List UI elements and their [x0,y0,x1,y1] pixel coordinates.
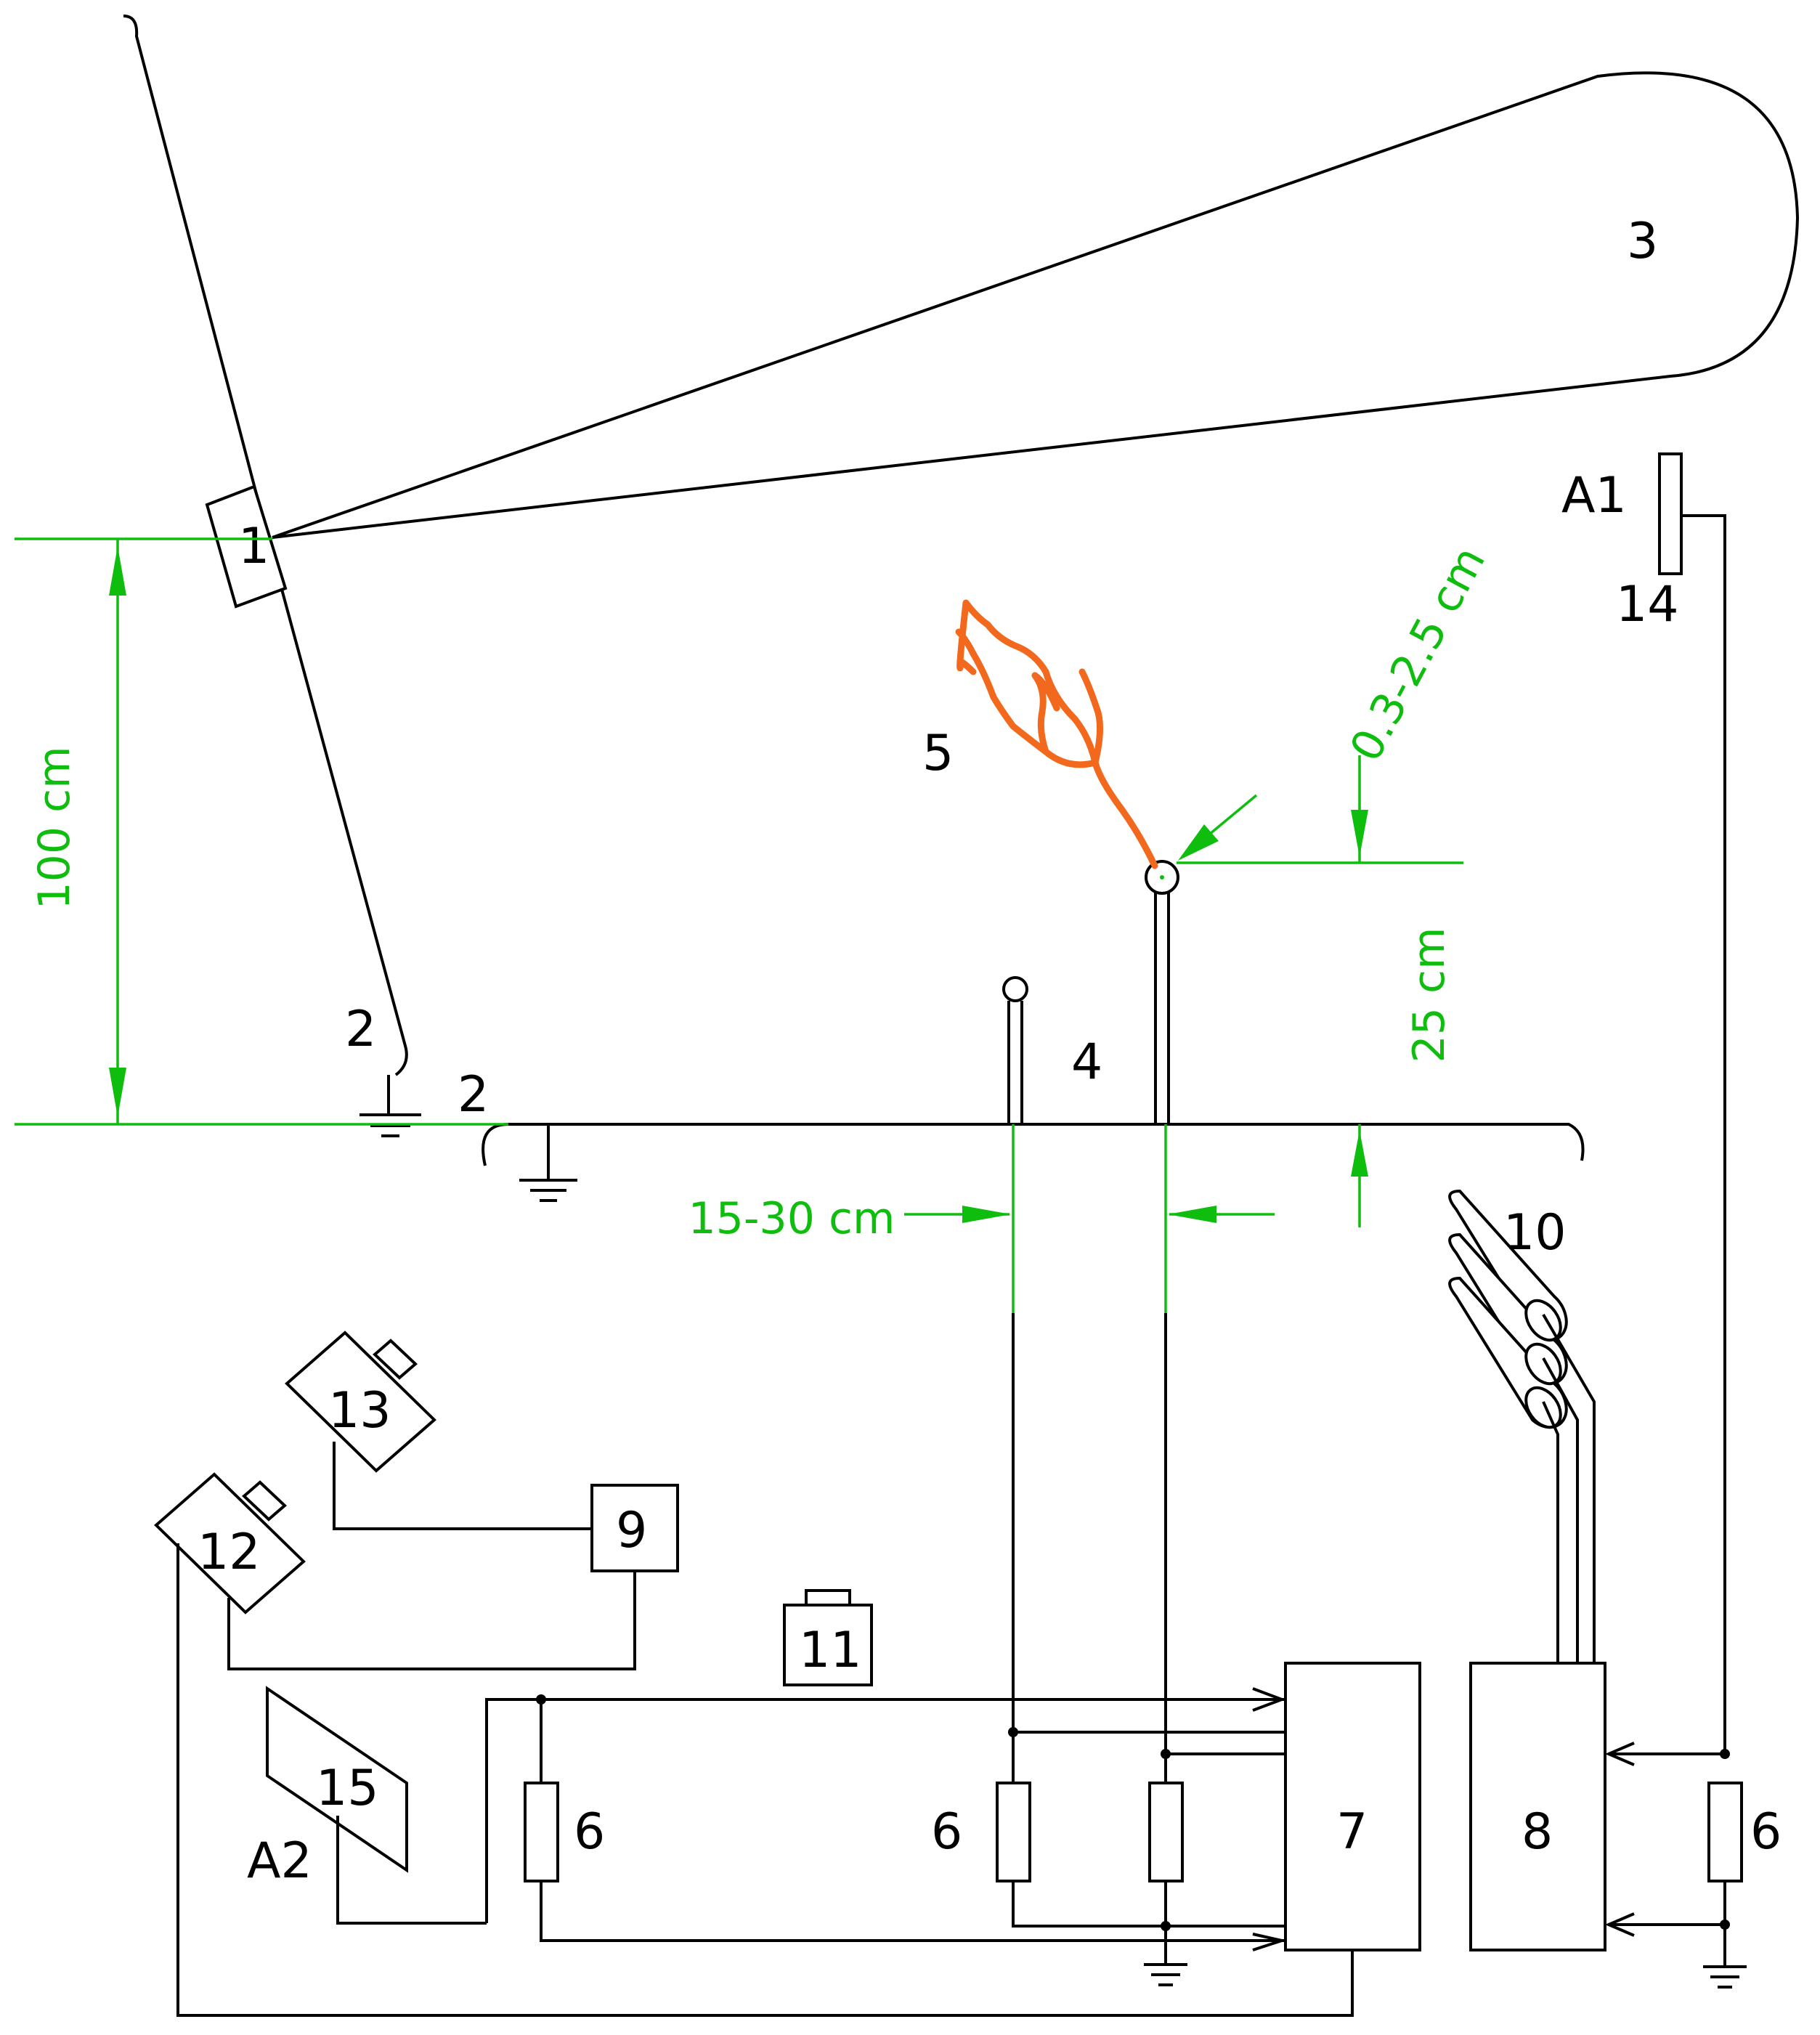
label-13: 13 [328,1382,391,1439]
label-15: 15 [316,1760,379,1817]
cylinders-10: 10 [1448,1189,1596,1663]
dimension-spacing: 15-30 cm [688,1124,1275,1313]
rod-tall [1145,860,1179,1124]
label-4: 4 [1071,1033,1102,1091]
balloon-3: 3 [123,15,1800,1076]
label-a2: A2 [247,1832,312,1890]
label-3: 3 [1627,213,1658,270]
camera-12: 12 [154,1472,1354,2017]
label-gap: 0.3-2.5 cm [1341,539,1495,770]
label-spacing: 15-30 cm [688,1193,895,1244]
device-1: 1 [205,484,288,609]
camera-13: 13 [285,1331,592,1530]
label-14: 14 [1616,576,1679,633]
box-7: 7 [1284,1662,1421,1951]
battery-11: 11 [783,1589,873,1686]
label-100cm: 100 cm [29,746,80,909]
resistor-6-right: 6 [1604,1742,1782,1989]
rod-short [1002,976,1028,1124]
label-2-tether: 2 [345,1001,376,1058]
label-7: 7 [1336,1803,1368,1861]
label-9: 9 [616,1502,647,1559]
box-8: 8 [1469,1662,1606,1951]
label-2-plane: 2 [458,1066,489,1124]
label-25cm: 25 cm [1404,927,1455,1063]
ground-plane-2: 2 [458,1066,1585,1202]
label-a1: A1 [1561,467,1627,524]
ground-symbol-tether [359,1075,421,1137]
label-10: 10 [1503,1204,1567,1262]
discharge-5: 5 [922,599,1158,869]
dimension-100cm: 100 cm [15,537,508,1126]
label-8: 8 [1522,1803,1553,1861]
resistor-6-left: 6 [524,1699,1013,1942]
label-1: 1 [238,518,269,575]
label-5: 5 [922,725,954,782]
label-11: 11 [799,1622,862,1679]
label-6-left: 6 [574,1803,605,1861]
antenna-a1-14: A1 14 [1561,452,1726,1754]
label-12: 12 [198,1524,261,1581]
label-6-right: 6 [1750,1803,1782,1861]
box-9: 9 [590,1484,679,1572]
resistor-6-middle: 6 [931,1732,1285,1986]
plate-a2-15: 15 A2 [247,1686,487,1925]
label-6-middle: 6 [931,1803,962,1861]
